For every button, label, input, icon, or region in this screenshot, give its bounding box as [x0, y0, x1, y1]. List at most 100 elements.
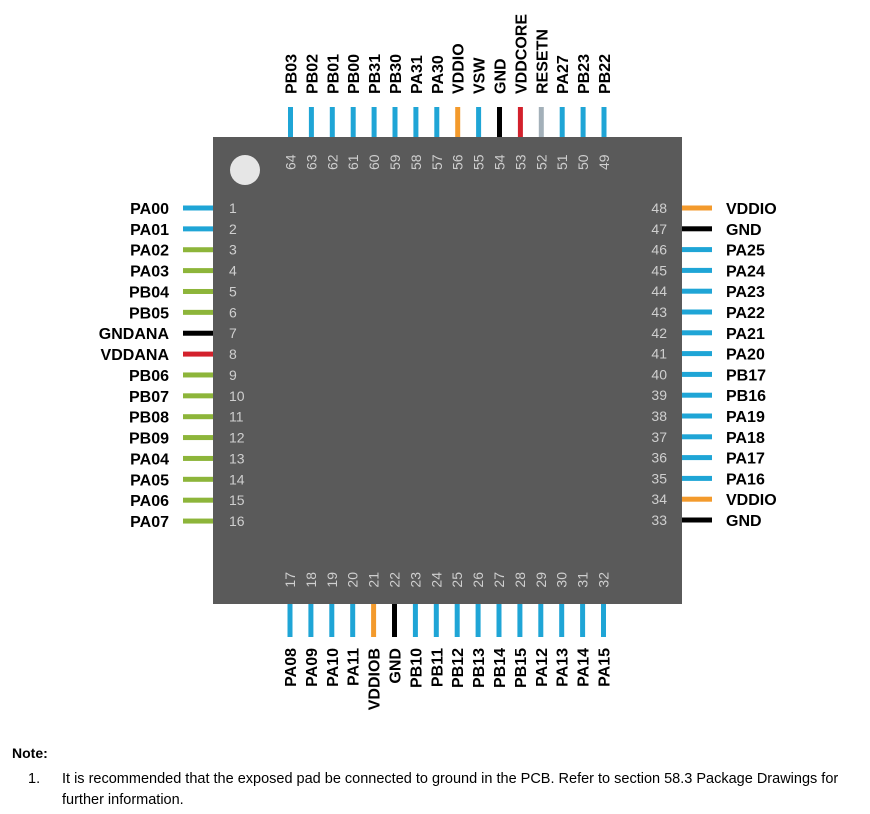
pin-57-label: PA30 — [430, 55, 447, 94]
pin-4-label: PA03 — [130, 264, 169, 281]
pin-43-number: 43 — [651, 304, 667, 320]
pin-1-lead — [183, 205, 213, 211]
pin-48-label: VDDIO — [726, 201, 777, 218]
pin-8-label: VDDANA — [101, 347, 170, 364]
pin-29-label: PA12 — [534, 648, 551, 687]
note-title: Note: — [12, 745, 48, 761]
pin-64-number: 64 — [283, 154, 299, 170]
pin-48-number: 48 — [651, 200, 667, 216]
pin-16-label: PA07 — [130, 514, 169, 531]
pin-13-number: 13 — [229, 450, 245, 466]
pin-57-lead — [434, 107, 440, 137]
pin-53-lead — [517, 107, 523, 137]
pin-39-label: PB16 — [726, 388, 766, 405]
pin-34-number: 34 — [651, 491, 667, 507]
pin-41-lead — [682, 351, 712, 357]
pin-54-lead — [497, 107, 502, 137]
pin-21-lead — [371, 604, 377, 637]
pin-37-lead — [682, 434, 712, 440]
pin-6-label: PB05 — [129, 305, 169, 322]
pin-4-lead — [183, 268, 213, 274]
pin-25-lead — [454, 604, 460, 637]
pin-9-number: 9 — [229, 367, 237, 383]
pin-44-label: PA23 — [726, 284, 765, 301]
pin-37-label: PA18 — [726, 430, 765, 447]
pin-22-label: GND — [388, 648, 405, 684]
pin-7-lead — [183, 330, 213, 336]
pin-41-number: 41 — [651, 346, 667, 362]
pin-42-label: PA21 — [726, 326, 765, 343]
pin-12-label: PB09 — [129, 431, 169, 448]
pin-31-lead — [580, 604, 586, 637]
pin-7-number: 7 — [229, 325, 237, 341]
pin-16-number: 16 — [229, 513, 245, 529]
pin-61-number: 61 — [345, 154, 361, 170]
pin-62-number: 62 — [324, 154, 340, 170]
pin-59-number: 59 — [387, 154, 403, 170]
pin-22-number: 22 — [387, 572, 403, 588]
pin-15-label: PA06 — [130, 493, 169, 510]
pin-50-label: PB23 — [576, 54, 593, 94]
pin-23-lead — [412, 604, 418, 637]
pin-10-lead — [183, 393, 213, 399]
pin-8-lead — [183, 351, 213, 357]
pin-45-lead — [682, 267, 712, 273]
pin-50-lead — [580, 107, 586, 137]
pin-59-lead — [392, 107, 398, 137]
pin-58-label: PA31 — [409, 55, 426, 94]
pin-3-lead — [183, 247, 213, 253]
pin-35-label: PA16 — [726, 471, 765, 488]
pin-40-label: PB17 — [726, 367, 766, 384]
pin-14-label: PA05 — [130, 472, 169, 489]
pin-26-lead — [475, 604, 481, 637]
pin-28-number: 28 — [512, 572, 528, 588]
pin-19-lead — [329, 604, 335, 637]
pin-43-lead — [682, 309, 712, 315]
pin-61-label: PB00 — [346, 54, 363, 94]
pin-19-label: PA10 — [325, 648, 342, 687]
pin-51-lead — [559, 107, 565, 137]
package-body — [213, 137, 682, 604]
pin-25-label: PB12 — [450, 648, 467, 688]
pin-6-lead — [183, 309, 213, 315]
pin-34-lead — [682, 496, 712, 502]
pin-5-number: 5 — [229, 283, 237, 299]
pin-36-label: PA17 — [726, 451, 765, 468]
pin-11-number: 11 — [229, 409, 244, 425]
pin-60-lead — [371, 107, 377, 137]
pin-5-lead — [183, 288, 213, 294]
pin-24-label: PB11 — [429, 648, 446, 687]
labels-layer: 1PA002PA013PA024PA035PB046PB057GNDANA8VD… — [99, 14, 777, 711]
pin-17-number: 17 — [282, 572, 298, 588]
pin-64-lead — [288, 107, 293, 137]
pin-52-number: 52 — [533, 154, 549, 170]
pin-36-lead — [682, 455, 712, 461]
pin-14-lead — [183, 476, 213, 482]
pin-27-label: PB14 — [492, 648, 509, 688]
pin-49-number: 49 — [596, 154, 612, 170]
pin-28-label: PB15 — [513, 648, 530, 688]
pin-3-label: PA02 — [130, 243, 169, 260]
pin-12-lead — [183, 435, 213, 441]
pin-47-number: 47 — [651, 221, 667, 237]
pin-27-number: 27 — [491, 572, 507, 588]
pin-56-number: 56 — [450, 154, 466, 170]
pin-29-lead — [538, 604, 544, 637]
pin-62-lead — [329, 107, 335, 137]
pin-63-number: 63 — [303, 154, 319, 170]
pin-52-lead — [538, 107, 544, 137]
pin-40-number: 40 — [651, 366, 667, 382]
pin-37-number: 37 — [651, 429, 667, 445]
pin-16-lead — [183, 518, 213, 524]
pin-15-lead — [183, 497, 213, 503]
pin-30-number: 30 — [554, 572, 570, 588]
pin-47-lead — [682, 226, 712, 232]
pin-12-number: 12 — [229, 430, 245, 446]
pin-27-lead — [496, 604, 502, 637]
pin-22-lead — [392, 604, 397, 637]
pin-26-label: PB13 — [471, 648, 488, 688]
pin-38-lead — [682, 413, 712, 419]
note-number: 1. — [28, 771, 41, 787]
pin-38-number: 38 — [651, 408, 667, 424]
pin-4-number: 4 — [229, 263, 237, 279]
